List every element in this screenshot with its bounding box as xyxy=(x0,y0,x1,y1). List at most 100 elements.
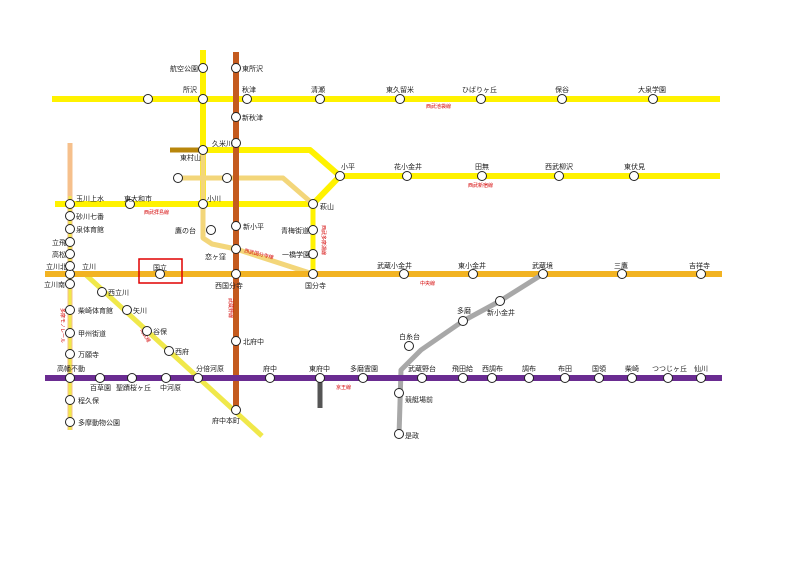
station-tanashi[interactable] xyxy=(477,171,487,181)
station-yaho[interactable] xyxy=(142,326,152,336)
station-hagiyama[interactable] xyxy=(308,199,318,209)
station-musashinodai[interactable] xyxy=(417,373,427,383)
station-shintokorozawa[interactable] xyxy=(231,63,241,73)
station-nishikokubunji[interactable] xyxy=(231,269,241,279)
seibu-shinjuku-label: 西武新宿線 xyxy=(468,182,493,189)
label-manganji: 万願寺 xyxy=(78,351,99,359)
station-kumegawa[interactable] xyxy=(231,138,241,148)
station-hanakoganei[interactable] xyxy=(402,171,412,181)
station-yagawa[interactable] xyxy=(122,305,132,315)
label-tachikawaminami: 立川南 xyxy=(44,280,65,289)
station-nishichofu[interactable] xyxy=(487,373,497,383)
label-kodaira: 小平 xyxy=(341,162,355,171)
station-nishitachikawa[interactable] xyxy=(97,287,107,297)
station-koshukaido[interactable] xyxy=(65,328,75,338)
station-omekaido[interactable] xyxy=(308,225,318,235)
station-ogawa[interactable] xyxy=(198,199,208,209)
station-hoya[interactable] xyxy=(557,94,567,104)
station-manganji[interactable] xyxy=(65,349,75,359)
label-seisekisakuragaoka: 聖蹟桜ヶ丘 xyxy=(116,383,151,392)
station-fuda[interactable] xyxy=(560,373,570,383)
label-higashiyamato: 東大和市 xyxy=(124,194,152,203)
station-higashitokorozawa-pt[interactable] xyxy=(143,94,153,104)
musashino-label: 武蔵野線 xyxy=(227,298,234,318)
station-shibasakitaiikukan[interactable] xyxy=(65,305,75,315)
station-tamako-1[interactable] xyxy=(173,173,183,183)
station-akitsu[interactable] xyxy=(242,94,252,104)
station-seibuyagisawa[interactable] xyxy=(554,171,564,181)
station-kiyose[interactable] xyxy=(315,94,325,104)
station-kodaira[interactable] xyxy=(335,171,345,181)
station-izumitaiikukan[interactable] xyxy=(65,224,75,234)
station-shibasaki-keio[interactable] xyxy=(627,373,637,383)
label-fuda: 布田 xyxy=(558,364,572,373)
station-higashifuchu[interactable] xyxy=(315,373,325,383)
station-tama[interactable] xyxy=(458,316,468,326)
label-shinkodaira: 新小平 xyxy=(243,222,264,231)
station-bubaigawara-n[interactable] xyxy=(193,373,203,383)
station-takanodai[interactable] xyxy=(206,225,216,235)
station-fuchuhommachi[interactable] xyxy=(231,405,241,415)
label-shibasaki-keio: 柴崎 xyxy=(625,364,639,373)
station-higashikoganei[interactable] xyxy=(468,269,478,279)
station-hibarigaoka[interactable] xyxy=(476,94,486,104)
station-kitafuchu[interactable] xyxy=(231,336,241,346)
station-tokorozawa[interactable] xyxy=(198,94,208,104)
label-musashikoganei: 武蔵小金井 xyxy=(377,261,412,270)
seibu-kokubunji-line xyxy=(200,150,237,252)
label-kiyose: 清瀬 xyxy=(311,85,325,94)
station-shinkoganei[interactable] xyxy=(495,296,505,306)
station-tamako-2[interactable] xyxy=(222,173,232,183)
label-takamatsu: 高松 xyxy=(52,250,66,259)
station-kokubunji[interactable] xyxy=(308,269,318,279)
station-musashikoganei[interactable] xyxy=(399,269,409,279)
station-tachikawaminami[interactable] xyxy=(65,279,75,289)
station-tobitakyu[interactable] xyxy=(458,373,468,383)
label-hagiyama: 萩山 xyxy=(320,202,334,211)
station-musashisakai[interactable] xyxy=(538,269,548,279)
station-kokuryo[interactable] xyxy=(594,373,604,383)
station-tamazoo[interactable] xyxy=(65,417,75,427)
station-mitaka[interactable] xyxy=(617,269,627,279)
station-tachikawakita[interactable] xyxy=(65,261,75,271)
label-tama: 多磨 xyxy=(457,306,471,315)
station-higashifushimi[interactable] xyxy=(629,171,639,181)
station-koremasa[interactable] xyxy=(394,429,404,439)
station-hitotsubashi[interactable] xyxy=(308,249,318,259)
station-tsutsujigaoka[interactable] xyxy=(663,373,673,383)
label-tamagawajosui: 玉川上水 xyxy=(76,194,104,203)
station-shiraitodai[interactable] xyxy=(404,341,414,351)
station-tachihi[interactable] xyxy=(65,237,75,247)
station-kichijoji[interactable] xyxy=(696,269,706,279)
station-chofu[interactable] xyxy=(524,373,534,383)
station-momoezono[interactable] xyxy=(95,373,105,383)
label-chofu: 調布 xyxy=(522,364,536,373)
station-nishifu[interactable] xyxy=(164,346,174,356)
station-nakagawara[interactable] xyxy=(161,373,171,383)
station-fuchu[interactable] xyxy=(265,373,275,383)
station-shinakitsu[interactable] xyxy=(231,112,241,122)
station-hodokubo[interactable] xyxy=(65,395,75,405)
label-sunagawa: 砂川七番 xyxy=(76,212,104,221)
station-higashikurume[interactable] xyxy=(395,94,405,104)
station-kunitachi[interactable] xyxy=(155,269,165,279)
station-koigakubo[interactable] xyxy=(231,244,241,254)
station-higashiyamato[interactable] xyxy=(125,199,135,209)
station-takamatsu[interactable] xyxy=(65,249,75,259)
station-kyoteijomae[interactable] xyxy=(394,388,404,398)
station-takahatafudo[interactable] xyxy=(65,373,75,383)
station-oizumigakuen[interactable] xyxy=(648,94,658,104)
label-kokubunji: 国分寺 xyxy=(305,281,326,290)
label-hoya: 保谷 xyxy=(555,85,569,94)
station-sunagawa[interactable] xyxy=(65,211,75,221)
station-shinkodaira[interactable] xyxy=(231,221,241,231)
label-oizumigakuen: 大泉学園 xyxy=(638,85,666,94)
station-sengawa[interactable] xyxy=(696,373,706,383)
label-nishichofu: 西調布 xyxy=(482,364,503,373)
station-tamareien[interactable] xyxy=(358,373,368,383)
station-higashimurayama[interactable] xyxy=(198,145,208,155)
station-seisekisakuragaoka[interactable] xyxy=(127,373,137,383)
station-tamagawajosui[interactable] xyxy=(65,199,75,209)
station-kokukoen[interactable] xyxy=(198,63,208,73)
